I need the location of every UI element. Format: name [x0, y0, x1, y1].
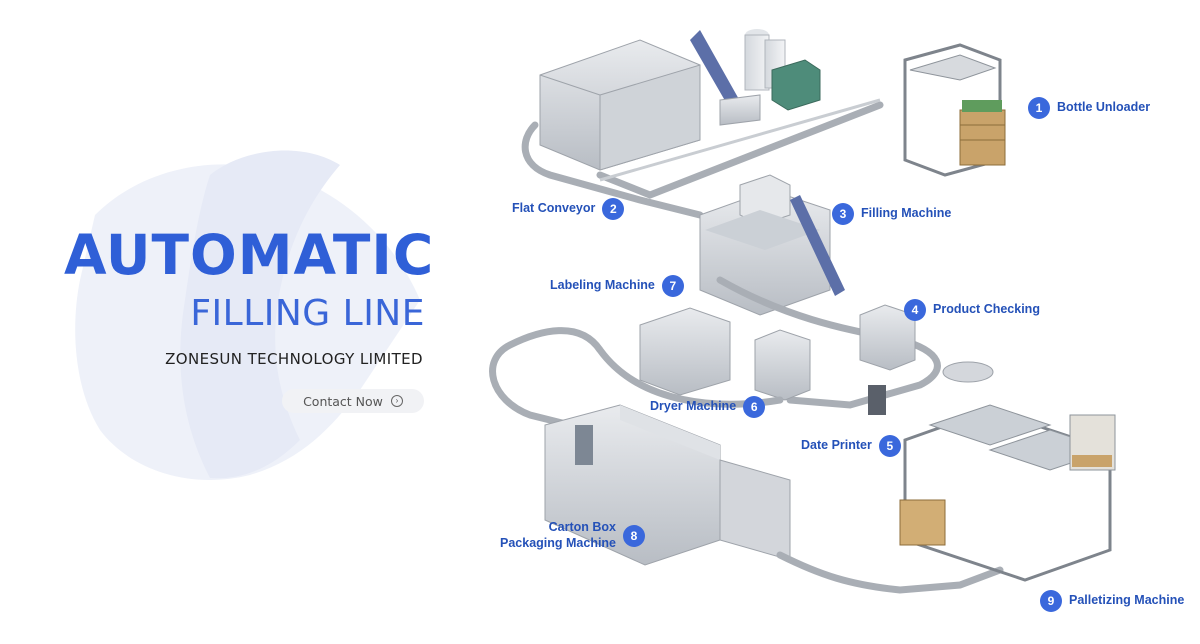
- station-badge: 5: [878, 435, 901, 457]
- station-name: Product Checking: [933, 302, 1040, 317]
- station-badge: 7: [661, 275, 684, 297]
- station-name: Bottle Unloader: [1057, 100, 1151, 115]
- station-name: Filling Machine: [861, 206, 952, 221]
- station-label-3: 3 Filling Machine: [832, 203, 951, 225]
- station-badge: 8: [623, 524, 646, 547]
- station-label-8: Carton Box Packaging Machine 8: [500, 520, 646, 551]
- bottle-blowing-machine: [539, 39, 701, 171]
- station-name: Palletizing Machine: [1069, 593, 1185, 608]
- station-label-7: Labeling Machine 7: [550, 275, 684, 297]
- station-badge: 1: [1028, 97, 1050, 119]
- station-name: Dryer Machine: [650, 399, 737, 414]
- contact-now-label: Contact Now: [303, 393, 383, 409]
- station-name: Carton Box Packaging Machine: [500, 520, 616, 551]
- station-label-1: 1 Bottle Unloader: [1028, 97, 1150, 119]
- station-name: Flat Conveyor: [512, 201, 596, 216]
- station-label-2: Flat Conveyor 2: [512, 198, 625, 220]
- company-name: ZONESUN TECHNOLOGY LIMITED: [165, 350, 423, 368]
- bottle-unloader-machine: [903, 43, 1006, 177]
- station-label-6: Dryer Machine 6: [650, 396, 766, 418]
- station-badge: 6: [743, 396, 766, 418]
- station-badge: 3: [832, 203, 854, 225]
- station-badge: 4: [904, 299, 926, 321]
- station-label-5: Date Printer 5: [801, 435, 901, 457]
- station-name-line1: Carton Box: [548, 520, 617, 534]
- station-badge: 2: [602, 198, 625, 220]
- chevron-right-circle-icon: ›: [390, 395, 403, 407]
- palletizing-machine: [899, 404, 1116, 582]
- hero-subtitle: FILLING LINE: [190, 293, 425, 334]
- station-label-9: 9 Palletizing Machine: [1040, 590, 1184, 612]
- station-label-4: 4 Product Checking: [904, 299, 1040, 321]
- contact-now-button[interactable]: Contact Now ›: [282, 389, 424, 413]
- hero-title: AUTOMATIC: [64, 223, 435, 287]
- station-name-line2: Packaging Machine: [500, 535, 617, 550]
- station-badge: 9: [1040, 590, 1062, 612]
- station-name: Date Printer: [801, 438, 872, 453]
- carton-packaging-machine: [544, 404, 791, 566]
- station-name: Labeling Machine: [550, 278, 655, 293]
